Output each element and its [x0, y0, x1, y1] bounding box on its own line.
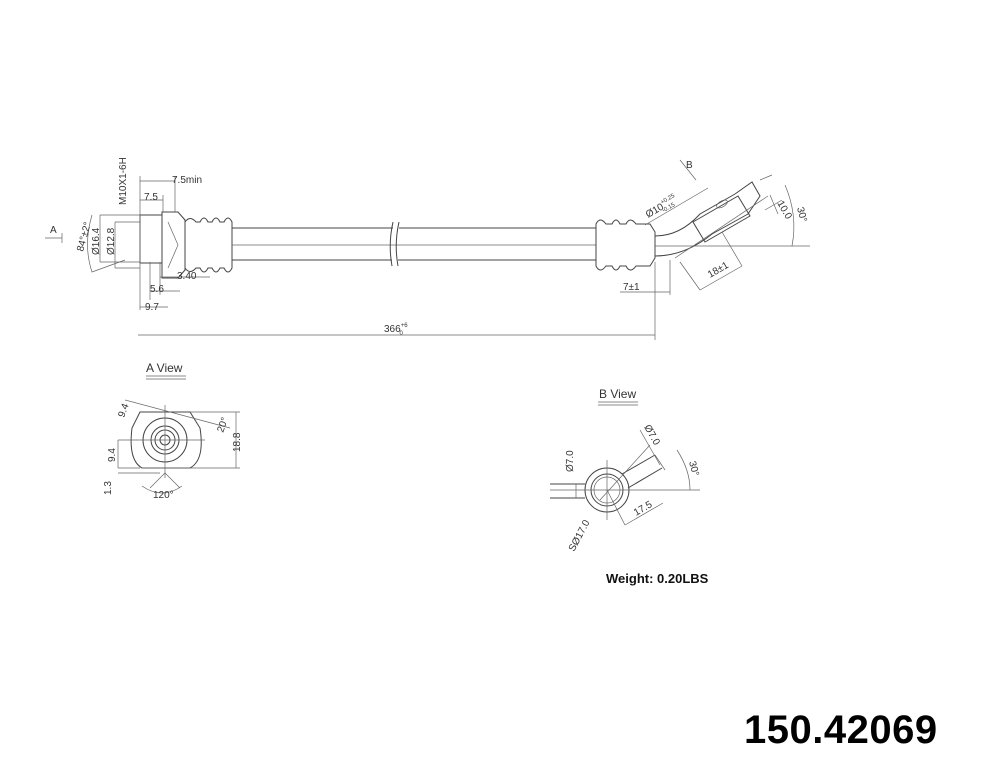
- b-view-arm-diameter: Ø7.0: [641, 423, 662, 448]
- b-view-title: B View: [599, 387, 636, 401]
- a-view: A View 9.4 20° 18.8 9.4 1.3 120°: [103, 361, 243, 501]
- a-view-dim-top: 9.4: [116, 402, 131, 419]
- a-view-dim-side: 9.4: [107, 448, 118, 462]
- left-fitting: [139, 211, 233, 279]
- bend-angle-label: 30°: [794, 206, 809, 223]
- hose-main-view: M10X1-6H 7.5min 7.5 Ø16.4 Ø12.8 84°±2° A…: [45, 157, 810, 340]
- view-b-marker: B: [686, 160, 693, 171]
- a-view-dim-bottom: 1.3: [103, 481, 114, 495]
- b-view-sphere-diameter: SØ17.0: [567, 518, 593, 553]
- b-view: B View Ø7.0 Ø7.0 30° 17.5 SØ17.0: [550, 387, 701, 553]
- dim-9-7-label: 9.7: [145, 302, 159, 313]
- nut-length-label: 7.5: [144, 192, 158, 203]
- offset-label: 7±1: [623, 282, 640, 293]
- view-a-marker: A: [50, 225, 57, 236]
- hose-tube: [232, 221, 596, 267]
- outer-diameter-label: Ø16.4: [91, 227, 102, 255]
- a-view-height: 18.8: [232, 432, 243, 452]
- part-number: 150.42069: [744, 708, 938, 752]
- dimension-lines: [45, 159, 795, 340]
- end-length-label: 18±1: [706, 260, 731, 281]
- right-fitting: [595, 181, 810, 271]
- a-view-angle: 20°: [215, 416, 231, 434]
- end-diameter-label: Ø10+0.25-0.15: [644, 193, 681, 222]
- a-view-title: A View: [146, 361, 183, 375]
- b-view-left-diameter: Ø7.0: [565, 450, 576, 472]
- b-view-arm-length: 17.5: [632, 499, 655, 518]
- inner-diameter-label: Ø12.8: [106, 227, 117, 255]
- b-view-angle: 30°: [686, 460, 701, 477]
- weight-label: Weight: 0.20LBS: [606, 571, 709, 586]
- min-length-label: 7.5min: [172, 175, 202, 186]
- dim-3-40-label: 3.40: [177, 271, 197, 282]
- a-view-bottom-angle: 120°: [153, 490, 174, 501]
- dim-5-6-label: 5.6: [150, 284, 164, 295]
- thread-spec-label: M10X1-6H: [118, 157, 129, 205]
